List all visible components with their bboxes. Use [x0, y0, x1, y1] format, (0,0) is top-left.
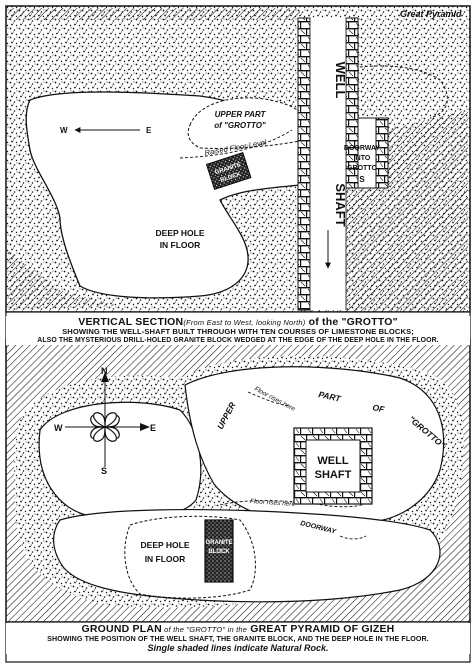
left-lobe-cavity	[38, 401, 202, 520]
vertical-section-title: VERTICAL SECTION(From East to West, look…	[6, 316, 470, 328]
granite-block-shape	[205, 152, 252, 191]
doorway-dashed-line	[339, 535, 367, 540]
plan-deep-hole-label-1: DEEP HOLE	[141, 540, 190, 550]
ground-plan-title-d: GREAT PYRAMID OF GIZEH	[247, 623, 395, 635]
great-pyramid-header: Great Pyramid	[400, 9, 462, 19]
compass-ornament-2	[93, 412, 117, 442]
shaft-vertical-label: SHAFT	[333, 183, 348, 226]
upper-grotto-label-1: UPPER PART	[215, 110, 267, 119]
floor-rises-label-bottom: Floor rises here	[250, 498, 296, 508]
compass-east-arrow	[140, 423, 150, 431]
top-west-label: W	[60, 126, 68, 135]
vertical-section-title-c: of the "GROTTO"	[305, 316, 398, 328]
well-shaft-brick-right-lower	[375, 117, 389, 189]
vertical-section-title-b: (From East to West, looking North)	[183, 318, 306, 327]
top-deep-hole-label-2: IN FLOOR	[160, 240, 201, 250]
deep-hole-dashed-outline	[124, 515, 256, 599]
well-shaft-brick-left	[297, 17, 311, 311]
top-deep-hole-label-1: DEEP HOLE	[156, 228, 205, 238]
part-label: PART	[318, 389, 343, 404]
plan-well-label-2: SHAFT	[315, 469, 352, 481]
ground-plan-title: GROUND PLAN of the "GROTTO" in the GREAT…	[6, 623, 470, 635]
shaft-label: SHAFT	[333, 183, 348, 226]
floor-rises-line-2	[247, 391, 291, 407]
ground-plan-caption: GROUND PLAN of the "GROTTO" in the GREAT…	[6, 623, 470, 654]
well-shaft-brick-right	[345, 17, 359, 189]
doorway-label-1: DOORWAY	[344, 145, 381, 152]
of-label: OF	[372, 402, 386, 414]
ground-plan-diagram: N S W E UPPER PART OF "GROTTO" Floor ris…	[5, 339, 471, 623]
ground-plan-line-2: Single shaded lines indicate Natural Roc…	[147, 643, 329, 654]
plan-well-label-1: WELL	[317, 455, 348, 467]
plan-deep-hole-label-2: IN FLOOR	[145, 554, 186, 564]
ground-plan-title-b: of the "GROTTO"	[161, 625, 228, 634]
ground-plan-line-1: SHOWING THE POSITION OF THE WELL SHAFT, …	[47, 635, 429, 644]
top-south-label: S	[359, 175, 365, 184]
plan-well-inner	[305, 439, 361, 493]
vertical-section-diagram: Great Pyramid WELL SHAFT UPPER PART of "…	[5, 5, 471, 313]
vertical-section-line-2: ALSO THE MYSTERIOUS DRILL-HOLED GRANITE …	[37, 336, 439, 344]
floor-rises-line	[219, 499, 373, 508]
plan-granite-label-2: BLOCK	[208, 549, 230, 555]
top-dashed-boundary	[339, 65, 448, 119]
vertical-section-title-a: VERTICAL SECTION	[78, 316, 184, 328]
compass-north-label: N	[101, 366, 108, 376]
top-granite-block: GRANITE BLOCK	[205, 152, 252, 191]
compass-west-label: W	[54, 423, 63, 433]
lower-cavity	[53, 509, 441, 603]
top-east-label: E	[146, 126, 152, 135]
compass-rose	[65, 372, 150, 467]
vertical-section-caption: VERTICAL SECTION(From East to West, look…	[6, 316, 470, 345]
plan-granite-label-1: GRANITE	[206, 540, 233, 546]
compass-east-label: E	[150, 423, 156, 433]
ground-plan-title-c: in the	[227, 625, 248, 634]
well-label: WELL	[333, 62, 348, 99]
top-rock-hatch-left	[8, 250, 120, 310]
doorway-label-2: INTO	[354, 155, 371, 162]
vertical-section-line-1: SHOWING THE WELL-SHAFT BUILT THROUGH WIT…	[62, 327, 414, 337]
top-rock-hatch-top	[8, 8, 300, 20]
ground-plan-title-a: GROUND PLAN	[81, 623, 162, 635]
raised-floor-line	[179, 129, 293, 159]
plan-granite-block	[204, 519, 234, 583]
doorway-label-3: GROTTO	[347, 165, 377, 172]
well-vertical-label: WELL	[333, 62, 348, 99]
upper-grotto-label-2: of "GROTTO"	[214, 121, 266, 130]
compass-south-label: S	[101, 466, 107, 476]
compass-north-arrow	[101, 372, 109, 382]
